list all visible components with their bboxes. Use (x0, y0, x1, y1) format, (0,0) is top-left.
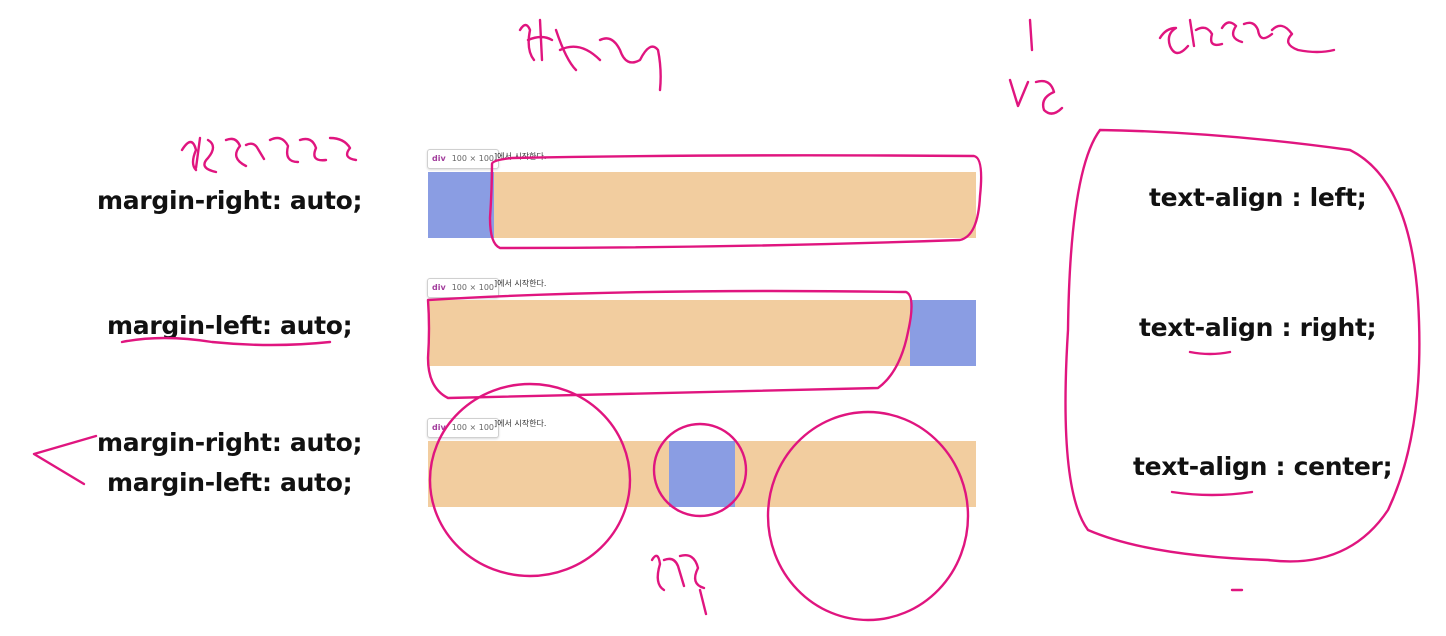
arrow-left (32, 434, 98, 486)
loop-row1-margin (488, 154, 983, 250)
loop-row2-margin (426, 289, 913, 400)
demo-caption: ]에서 시작한다. (494, 279, 547, 288)
text-align-left-label: text-align : left; (1149, 183, 1367, 212)
scribble-vs-top (1008, 18, 1064, 115)
underline-align-right (1188, 350, 1232, 356)
margin-left-auto-label: margin-left: auto; (107, 311, 353, 340)
underline-align-center (1170, 490, 1254, 497)
loop-text-align (1064, 128, 1421, 563)
div-box (910, 300, 976, 366)
demo-row-margin-left (428, 300, 976, 366)
scribble-bottom (650, 554, 708, 616)
margin-right-auto-label-both: margin-right: auto; (97, 428, 363, 457)
circle-row3-right (766, 410, 970, 622)
tag-size: 100 × 100 (451, 423, 495, 432)
scribble-top-center (518, 18, 662, 92)
demo-row-centered (428, 441, 976, 507)
scribble-top-left (180, 136, 358, 174)
circle-row3-box (652, 422, 748, 518)
div-box (428, 172, 494, 238)
tag-size: 100 × 100 (451, 283, 495, 292)
devtools-tag: div 100 × 100 (427, 418, 500, 438)
margin-left-auto-label-both: margin-left: auto; (107, 468, 353, 497)
text-align-center-label: text-align : center; (1133, 452, 1393, 481)
scribble-top-right (1158, 18, 1336, 55)
demo-row-margin-right (428, 172, 976, 238)
div-box (669, 441, 735, 507)
tag-element-name: div (432, 154, 446, 163)
text-align-right-label: text-align : right; (1139, 313, 1377, 342)
underline-margin-left (120, 336, 332, 347)
devtools-tag: div 100 × 100 (427, 149, 500, 169)
margin-right-auto-label: margin-right: auto; (97, 186, 363, 215)
tag-element-name: div (432, 283, 446, 292)
tag-element-name: div (432, 423, 446, 432)
tag-size: 100 × 100 (451, 154, 495, 163)
demo-caption: ]에서 시작한다. (494, 419, 547, 428)
circle-row3-left (428, 382, 632, 578)
demo-caption: ]에서 시작한다. (494, 152, 547, 161)
